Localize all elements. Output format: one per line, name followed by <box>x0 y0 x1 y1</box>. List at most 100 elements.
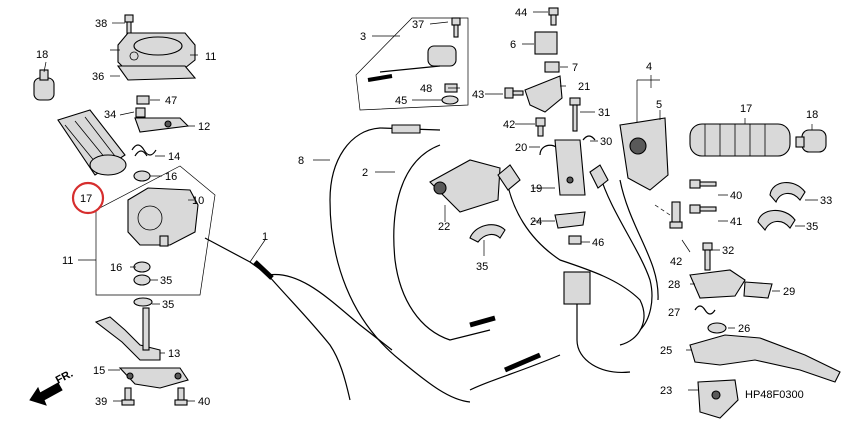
washer-34 <box>133 297 153 307</box>
bracket-24 <box>554 211 586 229</box>
callout-42b: 41 <box>730 216 742 228</box>
callout-43: 43 <box>472 89 484 101</box>
front-arrow: FR. <box>29 368 75 406</box>
callout-25: 25 <box>660 345 672 357</box>
callout-35-centre: 35 <box>476 261 488 273</box>
callout-27: 27 <box>668 307 680 319</box>
callout-7: 7 <box>572 62 578 74</box>
callout-35-right-b: 35 <box>806 221 818 233</box>
stay-21 <box>524 75 563 113</box>
callout-4: 4 <box>646 61 652 73</box>
leader-lines <box>43 11 818 402</box>
screw-33 <box>135 107 146 118</box>
callout-19: 19 <box>530 183 542 195</box>
sensor-22 <box>429 159 501 213</box>
callout-37: 36 <box>92 71 104 83</box>
throttle-lever-13 <box>94 307 161 361</box>
grip-17-right <box>689 123 791 157</box>
bracket-19 <box>554 139 586 196</box>
rubber-7 <box>544 61 560 73</box>
callout-16b: 16 <box>110 262 122 274</box>
callout-32: 32 <box>722 245 734 257</box>
highlight-circle-17 <box>71 181 105 215</box>
callout-17-left: 17 <box>80 193 92 205</box>
callout-2: 2 <box>362 167 368 179</box>
callout-40-right: 40 <box>198 396 210 408</box>
clamp-35-centre <box>469 224 506 243</box>
callout-38: 37 <box>412 19 424 31</box>
callout-3: 3 <box>360 31 366 43</box>
callout-30: 30 <box>600 136 612 148</box>
bracket-23 <box>697 379 739 419</box>
callout-16a: 16 <box>165 171 177 183</box>
callout-24: 24 <box>530 216 542 228</box>
callout-28: 28 <box>668 279 680 291</box>
callout-39: 38 <box>95 18 107 30</box>
bolt-41 <box>535 117 546 137</box>
callout-13: 13 <box>168 348 180 360</box>
wire-harness <box>497 164 659 373</box>
cable-8 <box>329 124 471 403</box>
clamp-35-right-b <box>757 209 796 231</box>
callout-12: 12 <box>198 121 210 133</box>
callout-14: 14 <box>168 151 180 163</box>
bracket-12 <box>134 117 190 133</box>
throttle-cable-1 <box>204 237 393 401</box>
throttle-cover-9 <box>117 32 196 73</box>
callout-36: 35 <box>160 275 172 287</box>
spring-30 <box>582 135 596 141</box>
callout-42a: 40 <box>730 190 742 202</box>
callout-6: 6 <box>510 39 516 51</box>
bolt-44 <box>548 7 559 26</box>
bolt-40-left <box>121 387 135 406</box>
clutch-bracket-28 <box>689 269 746 299</box>
grip-end-18-left <box>33 69 55 101</box>
grip-17-left <box>57 109 127 176</box>
washer-16b <box>133 261 151 273</box>
callout-46: 46 <box>592 237 604 249</box>
washer-26 <box>707 322 727 334</box>
callout-18-right: 18 <box>806 109 818 121</box>
nut-47 <box>136 95 150 105</box>
spring-27 <box>694 305 716 315</box>
washer-36 <box>133 274 151 286</box>
washer-16a <box>133 170 151 182</box>
cable-2 <box>393 144 561 391</box>
washer-45 <box>441 95 459 105</box>
callout-48: 48 <box>420 83 432 95</box>
callout-35-right-a: 33 <box>820 195 832 207</box>
callout-40-left: 39 <box>95 396 107 408</box>
spring-14 <box>131 144 157 157</box>
bolt-40-right <box>174 387 188 406</box>
callout-31: 31 <box>598 107 610 119</box>
bolt-42a <box>689 179 717 189</box>
relay-6 <box>534 31 558 55</box>
rubber-29 <box>743 281 773 299</box>
grip-end-18-right <box>795 129 827 153</box>
callout-labels: 38 11 36 47 34 12 14 16 10 11 16 35 35 1… <box>36 7 832 408</box>
front-label: FR. <box>54 368 75 387</box>
callout-18-left: 18 <box>36 49 48 61</box>
clutch-lever-25 <box>689 334 841 383</box>
callout-20: 20 <box>515 142 527 154</box>
callout-10: 10 <box>192 195 204 207</box>
diagram-code: HP48F0300 <box>745 389 804 401</box>
callout-29: 29 <box>783 286 795 298</box>
callout-8: 8 <box>298 155 304 167</box>
nut-46 <box>568 235 582 245</box>
callout-15: 15 <box>93 365 105 377</box>
callout-1: 1 <box>262 231 268 243</box>
callout-47: 47 <box>165 95 177 107</box>
callout-23: 23 <box>660 385 672 397</box>
bolt-31 <box>569 97 581 132</box>
callout-44: 44 <box>515 7 527 19</box>
callout-34: 35 <box>162 299 174 311</box>
callout-11: 11 <box>62 255 73 267</box>
switch-3 <box>367 45 457 82</box>
bolt-43 <box>504 87 524 99</box>
callout-21: 21 <box>578 81 590 93</box>
callout-26: 26 <box>738 323 750 335</box>
callout-17-right: 17 <box>740 103 752 115</box>
clamp-35-right-a <box>769 182 806 204</box>
